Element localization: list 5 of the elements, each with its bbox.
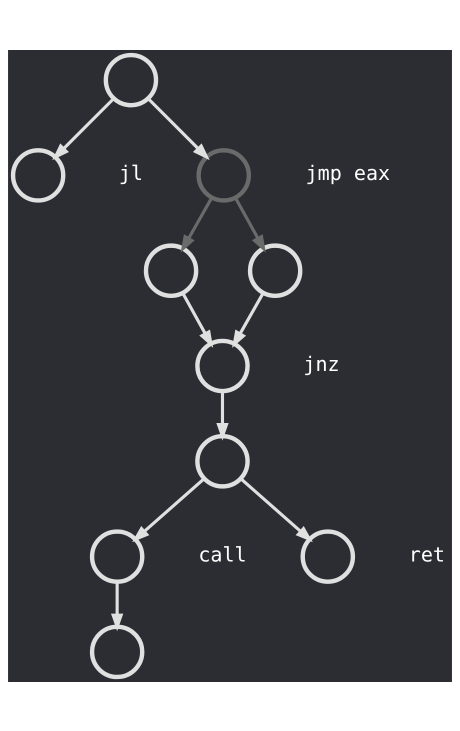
node-label: jmp eax bbox=[306, 160, 390, 185]
node-label: jnz bbox=[303, 351, 340, 376]
node-label: call bbox=[198, 542, 247, 566]
node-label: ret bbox=[408, 542, 445, 566]
node-label: jl bbox=[118, 160, 144, 185]
